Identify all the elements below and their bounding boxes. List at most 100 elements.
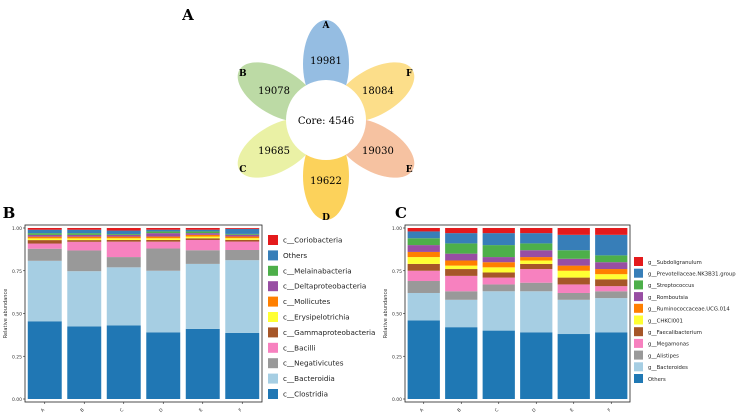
venn-core-circle xyxy=(286,80,366,160)
class-chart-bar-segment-f-9 xyxy=(225,228,260,234)
class-chart-legend-label: c__Mollicutes xyxy=(283,297,330,306)
class-chart-bar-segment-e-4 xyxy=(185,238,220,240)
genus-chart-bar-segment-a-0 xyxy=(407,320,440,399)
genus-chart-bar-segment-d-7 xyxy=(520,250,553,258)
genus-chart-bar-segment-d-9 xyxy=(520,233,553,244)
panel-label-c: C xyxy=(395,204,407,222)
genus-chart-bar-segment-f-7 xyxy=(595,262,628,270)
class-chart-bar-segment-f-2 xyxy=(225,250,260,261)
class-chart-bar-segment-e-9 xyxy=(185,229,220,232)
class-chart-legend-swatch xyxy=(268,265,278,276)
genus-chart-bar-segment-b-8 xyxy=(445,243,478,254)
genus-chart-bar-segment-e-10 xyxy=(557,228,590,235)
class-chart-bar-segment-a-8 xyxy=(27,233,62,235)
class-chart-legend-label: c__Negativicutes xyxy=(283,359,344,368)
class-chart-x-tick-label: B xyxy=(79,407,85,413)
genus-chart-bar-segment-a-10 xyxy=(407,228,440,232)
venn-flower-diagram: Core: 454619981A18084F19030E19622D19685C… xyxy=(237,20,415,223)
genus-chart-x-tick-label: C xyxy=(494,407,500,413)
class-chart-bar-segment-b-6 xyxy=(67,236,102,239)
class-chart-bar-segment-b-1 xyxy=(67,271,102,327)
genus-chart-bar-segment-e-9 xyxy=(557,234,590,251)
venn-count-e: 19030 xyxy=(362,146,394,157)
genus-chart-bar-segment-f-4 xyxy=(595,279,628,287)
genus-chart-x-tick-label: D xyxy=(531,407,538,414)
genus-chart-bar-segment-f-8 xyxy=(595,255,628,263)
venn-count-c: 19685 xyxy=(258,146,290,157)
genus-chart-bar-segment-b-10 xyxy=(445,228,478,234)
genus-chart-bar-segment-a-4 xyxy=(407,263,440,271)
class-chart-bar-segment-e-8 xyxy=(185,231,220,234)
genus-chart-bar-segment-a-3 xyxy=(407,270,440,282)
genus-chart-bar-segment-f-1 xyxy=(595,298,628,333)
class-chart-legend-label: c__Melainabacteria xyxy=(283,266,352,275)
genus-chart-bar-segment-f-0 xyxy=(595,332,628,399)
genus-chart-legend-label: g__Faecalibacterium xyxy=(648,330,702,336)
genus-chart-bar-segment-e-4 xyxy=(557,277,590,285)
class-chart-legend-label: c__Deltaproteobacteria xyxy=(283,282,366,291)
class-chart-x-tick-label: E xyxy=(198,407,204,413)
class-chart-bar-segment-d-2 xyxy=(146,248,181,271)
genus-chart-bar-segment-e-0 xyxy=(557,334,590,399)
genus-chart-x-tick-label: E xyxy=(569,407,575,413)
class-chart-legend-label: Others xyxy=(283,251,307,260)
class-chart-bar-segment-a-0 xyxy=(27,321,62,399)
class-chart-bar-segment-d-1 xyxy=(146,270,181,333)
genus-chart-legend-swatch xyxy=(634,292,643,302)
genus-chart-y-tick-label: 0.25 xyxy=(392,354,402,360)
class-chart-bar-segment-a-7 xyxy=(27,234,62,237)
genus-chart-bar-segment-b-3 xyxy=(445,275,478,292)
genus-chart-bar-segment-f-3 xyxy=(595,286,628,292)
class-chart-y-tick-label: 0.25 xyxy=(12,354,22,360)
venn-count-f: 18084 xyxy=(362,86,394,97)
genus-chart-bar-segment-c-5 xyxy=(482,267,515,273)
genus-chart-legend-swatch xyxy=(634,303,643,313)
genus-chart-bar-segment-b-6 xyxy=(445,260,478,266)
genus-chart-legend-label: g__Alistipes xyxy=(648,353,679,359)
class-chart-bar-segment-b-10 xyxy=(67,228,102,230)
genus-chart-bar-segment-c-7 xyxy=(482,257,515,263)
genus-chart-bar-segment-a-5 xyxy=(407,257,440,264)
class-chart-bar-segment-e-1 xyxy=(185,263,220,329)
class-chart-bar-segment-e-7 xyxy=(185,233,220,235)
genus-chart-bar-segment-a-2 xyxy=(407,281,440,293)
class-chart-bar-segment-d-6 xyxy=(146,236,181,239)
genus-chart-legend-swatch xyxy=(634,268,643,278)
class-chart-legend-swatch xyxy=(268,358,278,369)
class-chart-x-tick-label: C xyxy=(119,407,125,413)
genus-chart-bar-segment-b-2 xyxy=(445,291,478,300)
class-chart-bar-segment-d-4 xyxy=(146,239,181,242)
genus-chart-bar-segment-d-10 xyxy=(520,228,553,234)
class-chart-y-tick-label: 0.50 xyxy=(12,312,22,318)
venn-sample-label-e: E xyxy=(406,165,413,175)
genus-chart-bar-segment-f-10 xyxy=(595,228,628,235)
genus-chart-bar-segment-c-8 xyxy=(482,245,515,258)
genus-chart-bar-segment-f-5 xyxy=(595,274,628,280)
class-chart-bar-segment-b-0 xyxy=(67,326,102,399)
genus-chart-legend-label: g__Romboutsia xyxy=(648,295,688,301)
class-chart-x-tick-label: A xyxy=(40,407,47,414)
class-chart-x-tick-label: D xyxy=(158,407,165,414)
class-chart-bar-segment-f-3 xyxy=(225,241,260,251)
class-chart-bar-segment-f-0 xyxy=(225,332,260,399)
panel-label-a: A xyxy=(181,6,194,24)
genus-chart-bar-segment-e-3 xyxy=(557,284,590,293)
genus-chart-bar-segment-e-6 xyxy=(557,265,590,271)
genus-chart-legend-label: g__Megamonas xyxy=(648,342,689,348)
genus-chart-y-tick-label: 1.00 xyxy=(392,226,402,232)
genus-chart-x-tick-label: A xyxy=(419,407,426,414)
class-chart-bar-segment-d-9 xyxy=(146,229,181,232)
genus-chart-bar-segment-c-6 xyxy=(482,262,515,268)
genus-chart-bar-segment-b-1 xyxy=(445,299,478,328)
class-chart-bar-segment-f-8 xyxy=(225,233,260,235)
class-chart-bar-segment-c-10 xyxy=(106,228,141,231)
genus-chart-legend-swatch xyxy=(634,338,643,348)
class-chart-bar-segment-e-0 xyxy=(185,328,220,399)
class-chart-bar-segment-d-7 xyxy=(146,233,181,237)
class-chart-y-tick-label: 0.75 xyxy=(12,269,22,275)
genus-chart-x-tick-label: B xyxy=(456,407,462,413)
class-chart-legend-swatch xyxy=(268,342,278,353)
genus-chart-legend-label: Others xyxy=(648,377,666,383)
class-chart-bar-segment-b-9 xyxy=(67,229,102,234)
genus-chart-legend-swatch xyxy=(634,362,643,372)
